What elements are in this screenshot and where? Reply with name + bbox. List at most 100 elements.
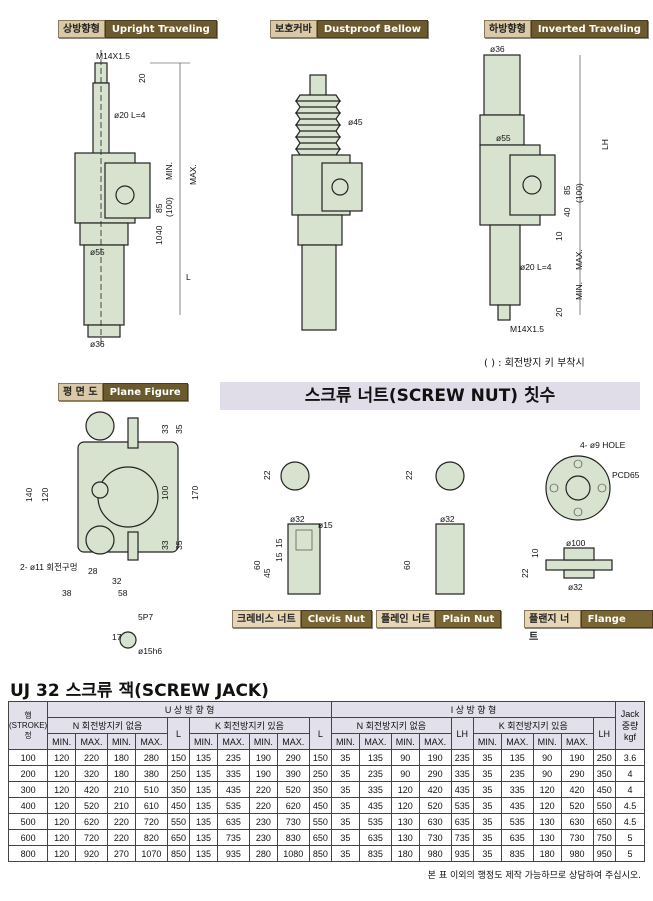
upright-20: 20	[137, 73, 147, 83]
table-cell: 850	[166, 845, 191, 862]
clevis-22: 22	[262, 470, 272, 480]
table-cell: 35	[331, 749, 360, 766]
table-cell: 130	[390, 813, 420, 830]
table-cell: 120	[390, 797, 420, 814]
table-cell: 435	[216, 781, 250, 798]
table-cell: 720	[134, 813, 168, 830]
table-cell: 920	[75, 845, 109, 862]
table-cell: 235	[500, 765, 534, 782]
table-cell: 90	[390, 765, 420, 782]
col-max: MAX.	[418, 733, 452, 750]
table-cell: 35	[472, 845, 502, 862]
table-cell: 190	[560, 749, 594, 766]
jack-header: Jack 중량 kgf	[615, 701, 645, 750]
table-cell: 650	[308, 829, 333, 846]
table-cell: 420	[418, 781, 452, 798]
plane-33b: 33	[160, 540, 170, 550]
table-cell: 635	[358, 829, 392, 846]
table-cell: 135	[189, 797, 218, 814]
col-min: MIN.	[390, 733, 420, 750]
table-cell: 120	[47, 813, 77, 830]
table-cell: 620	[276, 797, 310, 814]
table-cell: 180	[107, 765, 136, 782]
table-cell: 4	[615, 765, 645, 782]
table-cell: 135	[189, 829, 218, 846]
table-cell: 120	[390, 781, 420, 798]
table-cell: 550	[166, 813, 191, 830]
table-cell: 335	[450, 765, 474, 782]
table-cell: 730	[560, 829, 594, 846]
table-cell: 35	[472, 829, 502, 846]
table-cell: 550	[308, 813, 333, 830]
table-cell: 420	[75, 781, 109, 798]
table-cell: 235	[216, 749, 250, 766]
flange-100: ø100	[566, 538, 586, 548]
plane-58: 58	[118, 588, 128, 598]
table-cell: 220	[248, 797, 278, 814]
table-cell: 635	[500, 829, 534, 846]
col-max: MAX.	[276, 733, 310, 750]
table-cell: 135	[189, 765, 218, 782]
table-cell: 1070	[134, 845, 168, 862]
table-cell: 350	[308, 781, 333, 798]
table-cell: 135	[189, 813, 218, 830]
key-17: 17	[112, 632, 122, 642]
table-cell: 450	[592, 781, 617, 798]
table-cell: 230	[248, 829, 278, 846]
table-cell: 420	[560, 781, 594, 798]
table-cell: 35	[472, 797, 502, 814]
clevis-15: ø15	[318, 520, 333, 530]
plane-100: 100	[160, 486, 170, 500]
upright-min: MIN.	[164, 162, 174, 180]
table-cell: 220	[248, 781, 278, 798]
u-k-header: K 회전방지키 있음	[189, 717, 310, 734]
table-cell: 200	[7, 765, 49, 782]
plane-35b: 35	[174, 540, 184, 550]
inverted-d55: ø55	[496, 133, 511, 143]
upright-d20: ø20 L=4	[114, 110, 146, 120]
table-cell: 535	[216, 797, 250, 814]
table-cell: 820	[134, 829, 168, 846]
table-cell: 350	[592, 765, 617, 782]
col-max: MAX.	[216, 733, 250, 750]
upright-m14: M14X1.5	[96, 51, 130, 61]
table-cell: 510	[134, 781, 168, 798]
table-cell: 180	[390, 845, 420, 862]
key-15h: ø15h6	[138, 646, 162, 656]
table-cell: 750	[592, 829, 617, 846]
table-cell: 100	[7, 749, 49, 766]
bellow-d45: ø45	[348, 117, 363, 127]
table-cell: 835	[500, 845, 534, 862]
table-cell: 600	[7, 829, 49, 846]
table-cell: 120	[47, 781, 77, 798]
table-cell: 35	[331, 813, 360, 830]
plane-32: 32	[112, 576, 122, 586]
plane-35a: 35	[174, 424, 184, 434]
clevis-15a: 15	[274, 538, 284, 548]
table-cell: 220	[107, 829, 136, 846]
table-cell: 35	[331, 765, 360, 782]
table-cell: 335	[500, 781, 534, 798]
table-cell: 250	[592, 749, 617, 766]
plain-22: 22	[404, 470, 414, 480]
key-note: ( ) : 회전방지 키 부착시	[484, 358, 585, 369]
plain-drawing: 22 ø32 60	[402, 461, 465, 595]
table-cell: 135	[358, 749, 392, 766]
inverted-max: MAX.	[574, 249, 584, 270]
table-cell: 520	[418, 797, 452, 814]
table-cell: 450	[166, 797, 191, 814]
table-cell: 35	[472, 765, 502, 782]
plane-170: 170	[190, 486, 200, 500]
upright-max: MAX.	[188, 164, 198, 185]
table-cell: 35	[472, 813, 502, 830]
table-title: UJ 32 스크류 잭(SCREW JACK)	[10, 681, 269, 701]
inverted-100: (100)	[574, 183, 584, 203]
plain-32: ø32	[440, 514, 455, 524]
table-cell: 35	[331, 845, 360, 862]
clevis-45: 45	[262, 568, 272, 578]
footnote: 본 표 이외의 행정도 제작 가능하므로 상담하여 주십시오.	[427, 871, 641, 881]
